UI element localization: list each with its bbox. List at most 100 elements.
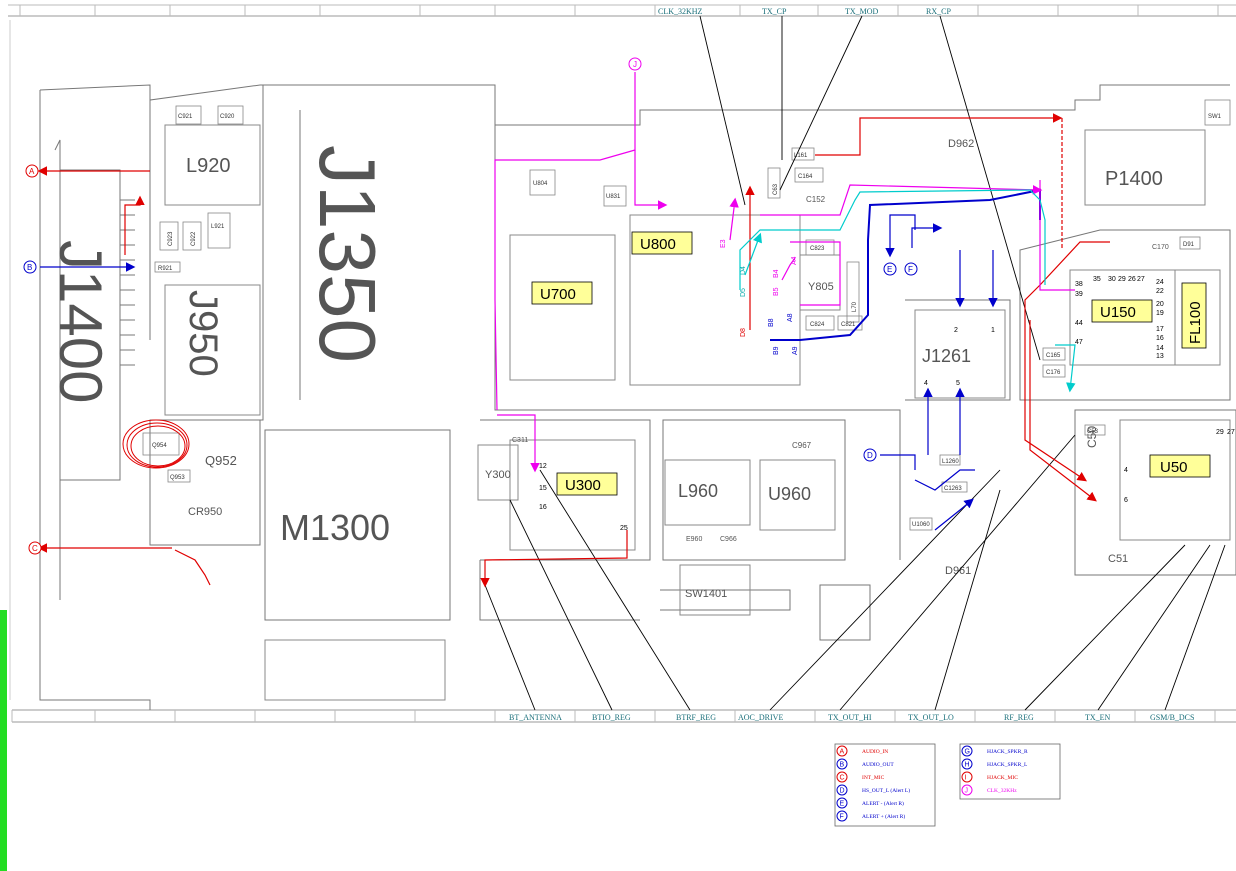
pin-u300-16: 16 (539, 504, 547, 511)
pin-j1261-4: 4 (924, 380, 928, 387)
pin-fl-14: 14 (1156, 345, 1164, 352)
l960-outline (664, 459, 751, 526)
legend-key: C (840, 775, 845, 782)
signal-rx-cp: RX_CP (926, 7, 951, 16)
legend-text: AUDIO_IN (862, 749, 888, 755)
label-l1260: L1260 (942, 459, 959, 465)
label-c967: C967 (792, 441, 812, 450)
label-c923: C923 (168, 231, 174, 246)
u50-outline (1119, 419, 1231, 541)
legend-text: ALERT - (Alert R) (862, 800, 904, 807)
label-y300: Y300 (485, 469, 511, 481)
legend-key-circle (836, 771, 848, 783)
legend-item: G HJACK_SPKR_R (961, 745, 1028, 757)
label-l161: L161 (794, 153, 808, 159)
label-c165: C165 (1046, 353, 1061, 359)
y300-outline (477, 444, 519, 501)
pin-u150-27: 27 (1137, 276, 1145, 283)
label-q954: Q954 (152, 443, 167, 449)
legend-key-circle (836, 745, 848, 757)
fl100-outline (1174, 269, 1221, 366)
legend-key: I (965, 775, 967, 782)
u700-outline (509, 234, 616, 381)
pin-u150-47: 47 (1075, 339, 1083, 346)
legend-key-circle (836, 758, 848, 770)
label-u804: U804 (533, 181, 548, 187)
marker-a: A (29, 167, 35, 176)
pin-b5: B5 (773, 287, 780, 296)
legend-text: HS_OUT_L (Alert L) (862, 787, 910, 794)
label-c921: C921 (178, 114, 193, 120)
legend-text: INT_MIC (862, 775, 885, 781)
label-j1261: J1261 (922, 346, 971, 366)
legend-key: G (965, 749, 970, 756)
legend-key-circle (836, 810, 848, 822)
label-c50: C50 (1085, 426, 1099, 448)
legend-key: B (840, 762, 845, 769)
legend-text: HJACK_SPKR_R (987, 749, 1028, 755)
blue-traces (40, 188, 1041, 531)
legend-key: D (840, 788, 845, 795)
top-signal-leaders (699, 15, 1041, 361)
label-l921: L921 (211, 224, 225, 230)
label-cr950: CR950 (188, 506, 222, 518)
legend-key: H (965, 762, 970, 769)
l920-outline (164, 124, 261, 206)
legend-key-circle (961, 758, 973, 770)
legend-key-circle (961, 745, 973, 757)
marker-e: E (887, 265, 892, 274)
sw1401-outline (679, 564, 751, 616)
pin-d5: D5 (740, 288, 747, 297)
legend-text: HJACK_SPKR_L (987, 762, 1028, 768)
label-l960: L960 (678, 481, 718, 501)
label-c311: C311 (512, 437, 528, 444)
signal-tx-cp: TX_CP (762, 7, 787, 16)
signal-gsm-b-dcs: GSM/B_DCS (1150, 713, 1194, 722)
pin-fl-22: 22 (1156, 288, 1164, 295)
chip-fl100: FL100 (1187, 301, 1204, 344)
bottom-signal-leaders (484, 434, 1226, 711)
pin-fl-16: 16 (1156, 335, 1164, 342)
label-sw1: SW1 (1208, 114, 1222, 120)
big-labels: J1350 J1400 J950 M1300 L920 P1400 L960 U… (47, 138, 1169, 600)
pin-fl-17: 17 (1156, 326, 1164, 333)
signal-btio-reg: BTIO_REG (592, 713, 631, 722)
label-c164: C164 (798, 174, 813, 180)
label-u831: U831 (606, 194, 621, 200)
label-c824: C824 (810, 322, 825, 328)
label-d91: D91 (1183, 242, 1195, 248)
signal-btrf-reg: BTRF_REG (676, 713, 716, 722)
signal-bt-antenna: BT_ANTENNA (509, 713, 562, 722)
pin-fl-13: 13 (1156, 353, 1164, 360)
red-traces (37, 113, 1110, 588)
marker-f: F (908, 265, 913, 274)
pin-fl-24: 24 (1156, 279, 1164, 286)
signal-tx-out-hi: TX_OUT_HI (828, 713, 872, 722)
label-c920: C920 (220, 114, 235, 120)
pin-d4: D4 (740, 266, 747, 275)
label-c170: C170 (1152, 244, 1169, 251)
label-j950: J950 (181, 290, 225, 377)
small-components (142, 99, 1231, 531)
side-indicator-bar (0, 610, 7, 871)
magenta-traces (494, 72, 1075, 473)
label-y805: Y805 (808, 281, 834, 293)
marker-c: C (32, 544, 38, 553)
legend-item: H HJACK_SPKR_L (961, 758, 1028, 770)
pin-fl-19: 19 (1156, 310, 1164, 317)
highlight-circle (122, 419, 190, 469)
chip-u150: U150 (1100, 304, 1136, 321)
component-outlines (164, 124, 1231, 701)
pin-fl-29: 29 (1216, 429, 1224, 436)
pin-u150-35: 35 (1093, 276, 1101, 283)
u960-outline (759, 459, 836, 531)
chip-labels: U800 U700 U300 U150 FL100 U50 (531, 231, 1211, 496)
j950-outline (164, 284, 261, 416)
pin-a8: A8 (787, 313, 794, 322)
label-c152: C152 (806, 195, 826, 204)
label-c823: C823 (810, 246, 825, 252)
pin-u300-15: 15 (539, 485, 547, 492)
pin-u50-6: 6 (1124, 497, 1128, 504)
